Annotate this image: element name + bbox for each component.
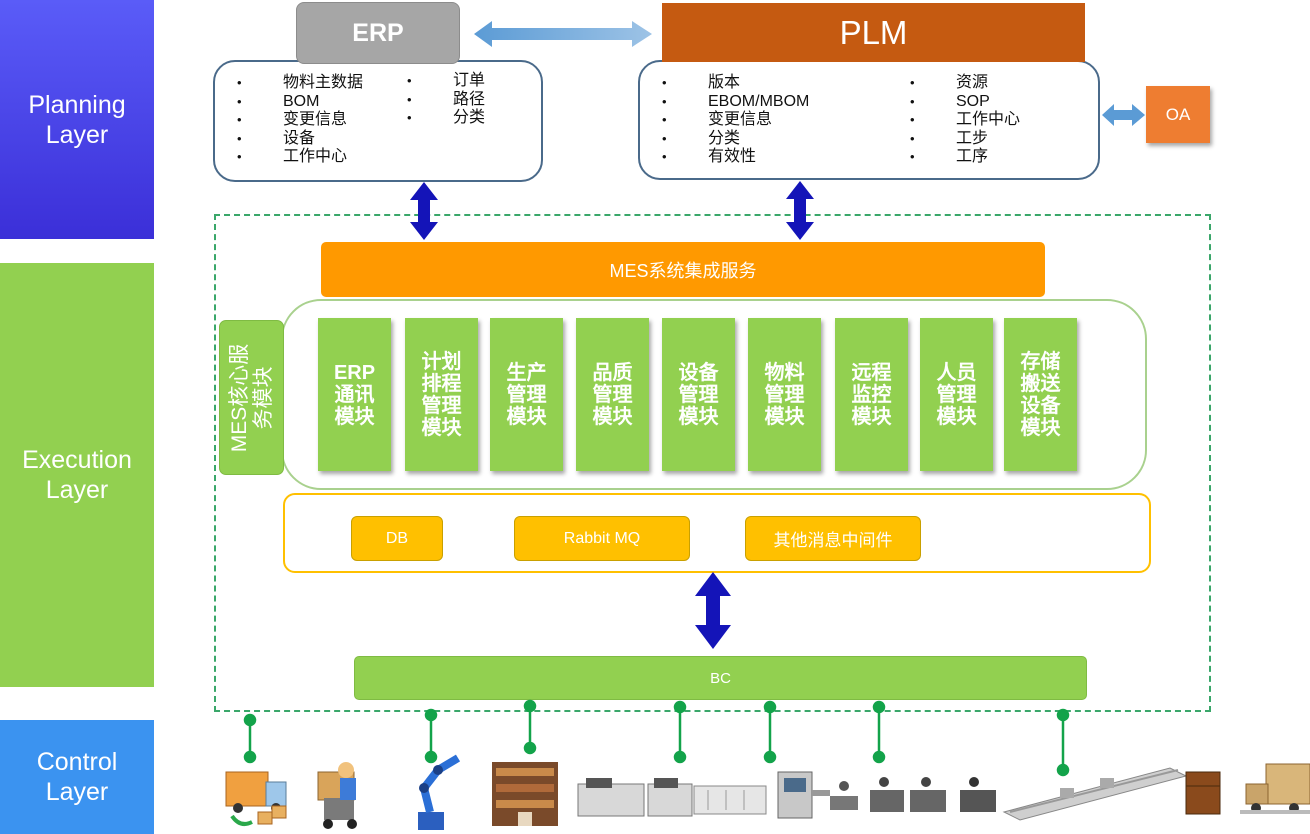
plm-oa-arrow <box>1102 104 1145 126</box>
plm-item: 版本 <box>662 74 809 93</box>
plm-item: 工步 <box>910 130 1020 149</box>
erp-item: 物料主数据 <box>237 74 363 93</box>
module-planning: 计划 排程 管理 模块 <box>405 318 478 471</box>
control-layer-label: Control Layer <box>0 720 154 834</box>
smt-machine-icon <box>577 778 767 817</box>
delivery-van-icon <box>1240 763 1310 814</box>
plm-item: 变更信息 <box>662 111 809 130</box>
plm-item: EBOM/MBOM <box>662 93 810 112</box>
erp-item: 路径 <box>407 91 485 110</box>
plm-items-right: 资源 SOP 工作中心 工步 工序 <box>910 74 1020 167</box>
middleware-db: DB <box>351 516 443 561</box>
module-quality: 品质 管理 模块 <box>576 318 649 471</box>
plm-header: PLM <box>662 3 1085 62</box>
workstation-icon <box>830 777 996 812</box>
erp-item: 订单 <box>407 72 485 91</box>
execution-layer-label: Execution Layer <box>0 263 154 687</box>
module-material: 物料 管理 模块 <box>748 318 821 471</box>
bc-bar: BC <box>354 656 1087 700</box>
middleware-other: 其他消息中间件 <box>745 516 921 561</box>
plm-mes-arrow <box>786 181 814 240</box>
plm-item: 资源 <box>910 74 1020 93</box>
module-remote-monitor: 远程 监控 模块 <box>835 318 908 471</box>
plm-item: SOP <box>910 93 1020 112</box>
middleware-bc-arrow <box>695 572 731 649</box>
mes-core-label: MES核心服 务模块 <box>219 320 284 475</box>
erp-item: 变更信息 <box>237 111 363 130</box>
storage-box-icon <box>1185 771 1221 815</box>
erp-item: BOM <box>237 93 363 112</box>
erp-item: 分类 <box>407 109 485 128</box>
delivery-truck-icon <box>225 771 287 826</box>
module-production: 生产 管理 模块 <box>490 318 563 471</box>
erp-items-left: 物料主数据 BOM 变更信息 设备 工作中心 <box>237 74 363 167</box>
forklift-worker-icon <box>317 762 357 829</box>
erp-header: ERP <box>296 2 460 64</box>
erp-item: 设备 <box>237 130 363 149</box>
module-personnel: 人员 管理 模块 <box>920 318 993 471</box>
plm-data-box: 版本 EBOM/MBOM 变更信息 分类 有效性 资源 SOP 工作中心 工步 … <box>638 60 1100 180</box>
erp-items-right: 订单 路径 分类 <box>407 72 485 128</box>
erp-item: 工作中心 <box>237 148 363 167</box>
module-equipment: 设备 管理 模块 <box>662 318 735 471</box>
erp-mes-arrow <box>410 182 438 240</box>
warehouse-icon <box>492 762 558 826</box>
mes-integration-service: MES系统集成服务 <box>321 242 1045 297</box>
oa-node: OA <box>1146 86 1210 143</box>
module-erp-comm: ERP 通讯 模块 <box>318 318 391 471</box>
plm-item: 工作中心 <box>910 111 1020 130</box>
inspection-machine-icon <box>777 771 830 819</box>
plm-item: 工序 <box>910 148 1020 167</box>
execution-frame <box>214 214 1211 712</box>
erp-plm-arrow <box>474 21 652 47</box>
device-connectors <box>243 699 1070 777</box>
conveyor-line-icon <box>1002 767 1188 821</box>
plm-item: 有效性 <box>662 148 809 167</box>
robot-arm-icon <box>418 754 461 830</box>
plm-items-left: 版本 EBOM/MBOM 变更信息 分类 有效性 <box>662 74 810 167</box>
planning-layer-label: Planning Layer <box>0 0 154 239</box>
middleware-rabbitmq: Rabbit MQ <box>514 516 690 561</box>
module-storage-transport: 存储 搬送 设备 模块 <box>1004 318 1077 471</box>
plm-item: 分类 <box>662 130 809 149</box>
